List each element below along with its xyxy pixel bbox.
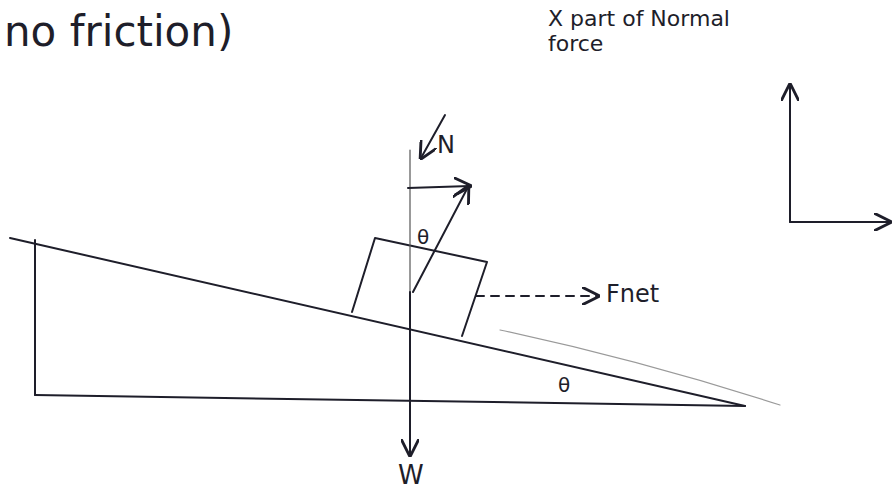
x-component-arrow bbox=[408, 186, 470, 188]
note-text: X part of Normal force bbox=[548, 6, 748, 57]
vertical-reference bbox=[409, 150, 410, 292]
force-label: N bbox=[437, 132, 455, 160]
y-axis bbox=[789, 85, 791, 222]
incline-wall bbox=[34, 240, 36, 395]
force-label: W bbox=[398, 461, 424, 491]
net-force-arrow bbox=[476, 295, 598, 297]
force-label: Fnet bbox=[606, 281, 659, 309]
note-text: no friction) bbox=[4, 8, 233, 56]
incline-surface bbox=[10, 238, 745, 406]
angle-label: θ bbox=[558, 374, 570, 397]
incline-base bbox=[35, 395, 745, 406]
weight-arrow bbox=[409, 292, 411, 455]
pencil-line bbox=[500, 330, 780, 405]
x-axis bbox=[790, 221, 890, 223]
normal-arrow bbox=[413, 187, 468, 292]
angle-label: θ bbox=[417, 226, 429, 249]
block bbox=[352, 238, 487, 336]
